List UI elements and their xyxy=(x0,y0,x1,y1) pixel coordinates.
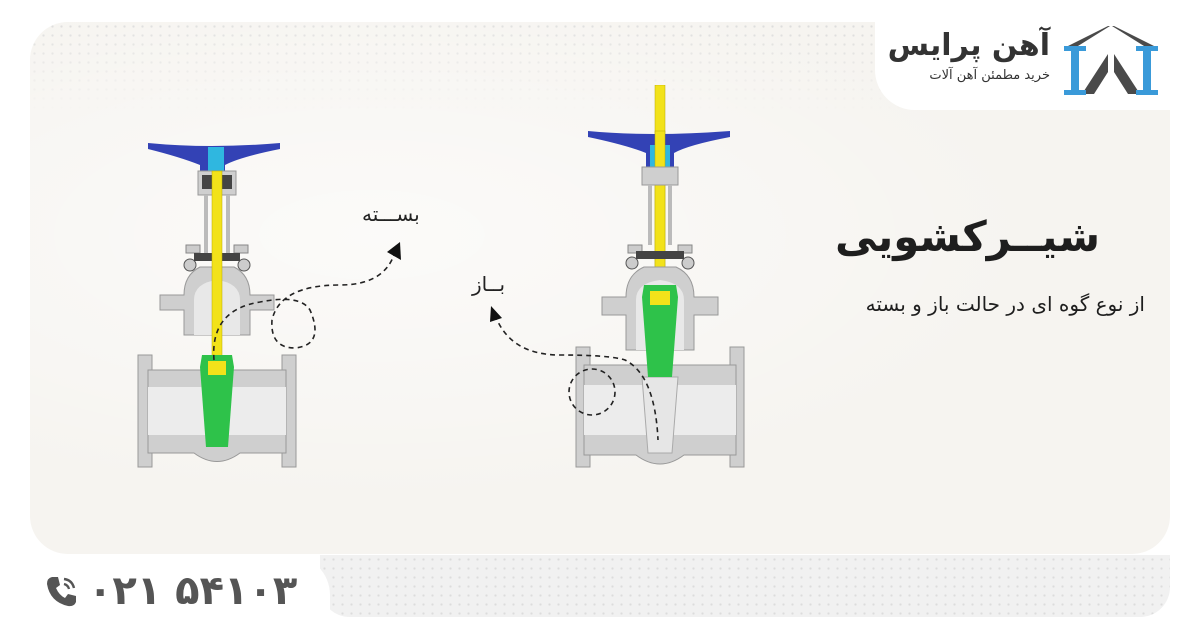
open-arrow-annotation xyxy=(490,306,659,441)
closed-gate-valve-diagram xyxy=(137,143,297,468)
logo-text: آهن پرایس خرید مطمئن آهن آلات xyxy=(888,28,1050,83)
steel-beam-logo-icon xyxy=(1064,26,1158,95)
page-subtitle: از نوع گوه ای در حالت باز و بسته xyxy=(865,292,1145,316)
open-label: بــاز xyxy=(472,272,506,296)
brand-tagline: خرید مطمئن آهن آلات xyxy=(929,68,1050,83)
arrow-head-icon xyxy=(490,306,502,322)
phone-number: ۰۲۱ ۵۴۱۰۳ xyxy=(88,568,298,614)
phone-contact[interactable]: ۰۲۱ ۵۴۱۰۳ xyxy=(44,568,297,614)
arrow-head-icon xyxy=(387,242,401,260)
open-gate-valve-diagram xyxy=(575,85,745,468)
closed-arrow-annotation xyxy=(212,242,401,361)
footer-dot-strip xyxy=(320,555,1170,617)
closed-label: بســـته xyxy=(362,202,420,226)
page-title: شیــرکشویی xyxy=(834,212,1100,261)
brand-name: آهن پرایس xyxy=(887,28,1050,63)
phone-ringing-icon xyxy=(47,577,76,607)
